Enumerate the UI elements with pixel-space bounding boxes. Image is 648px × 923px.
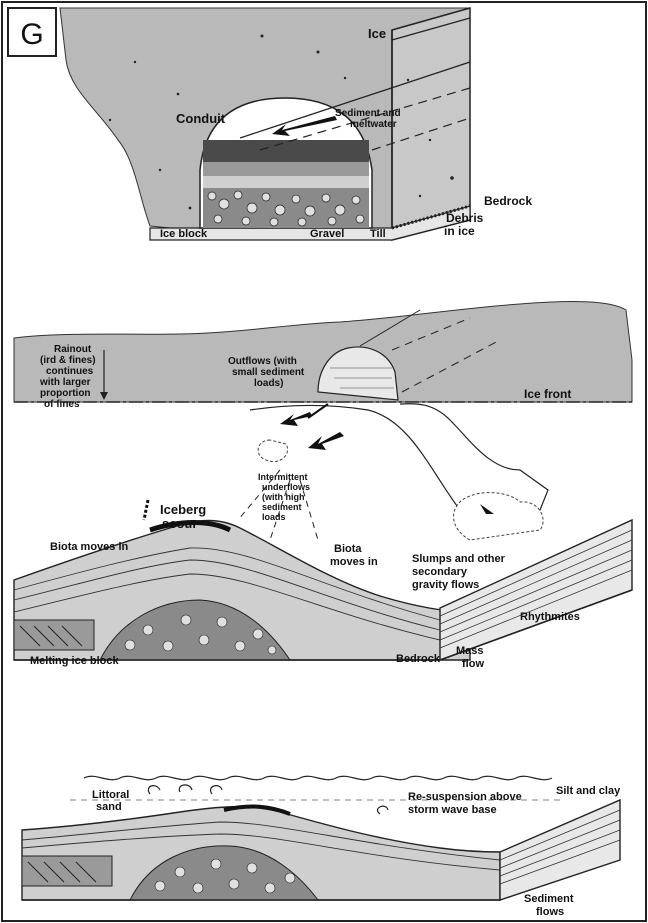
label-resuspension-1: Re-suspension above (408, 791, 522, 803)
label-outflows-1: Outflows (with (228, 356, 297, 367)
label-sediment-flows-1: Sediment (524, 893, 574, 905)
label-rhythmites: Rhythmites (520, 611, 580, 623)
label-debris-2: in ice (444, 224, 475, 238)
melting-ice-block (14, 620, 94, 650)
label-ice-front: Ice front (524, 387, 571, 401)
label-intermittent-1: Intermittent (258, 472, 308, 482)
label-littoral-1: Littoral (92, 789, 129, 801)
label-mass-flow-1: Mass (456, 645, 484, 657)
label-sediment-meltwater-2: meltwater (350, 119, 397, 130)
label-debris-1: Debris (446, 211, 484, 225)
label-intermittent-5: loads (262, 512, 286, 522)
ice-side-face (392, 8, 470, 240)
label-outflows-2: small sediment (232, 367, 305, 378)
label-iceberg-1: Iceberg (160, 502, 206, 517)
label-slumps-1: Slumps and other (412, 553, 506, 565)
label-rainout-6: of fines (44, 399, 80, 410)
label-iceberg-2: scour (162, 516, 197, 531)
label-bedrock-mid: Bedrock (396, 653, 441, 665)
label-intermittent-3: (with high (262, 492, 305, 502)
label-mass-flow-2: flow (462, 658, 484, 670)
panel-label-box: G (8, 8, 56, 56)
label-rainout-1: Rainout (54, 344, 92, 355)
label-biota-right-1: Biota (334, 543, 362, 555)
label-till: Till (370, 228, 386, 240)
label-slumps-3: gravity flows (412, 579, 479, 591)
label-ice-block: Ice block (160, 228, 208, 240)
label-rainout-4: with larger (39, 377, 91, 388)
label-ice: Ice (368, 26, 386, 41)
label-sediment-flows-2: flows (536, 906, 564, 918)
label-melting-ice-block: Melting ice block (30, 655, 120, 667)
label-biota-left: Biota moves in (50, 541, 129, 553)
label-rainout-5: proportion (40, 388, 91, 399)
label-resuspension-2: storm wave base (408, 804, 497, 816)
label-gravel: Gravel (310, 228, 344, 240)
label-slumps-2: secondary (412, 566, 468, 578)
label-conduit: Conduit (176, 111, 226, 126)
label-biota-right-2: moves in (330, 556, 378, 568)
panel-label: G (20, 18, 43, 51)
label-rainout-3: continues (46, 366, 94, 377)
label-silt-clay: Silt and clay (556, 785, 621, 797)
label-rainout-2: (ird & fines) (40, 355, 96, 366)
label-intermittent-2: underflows (262, 482, 310, 492)
label-littoral-2: sand (96, 801, 122, 813)
label-intermittent-4: sediment (262, 502, 302, 512)
sediment-layer-dark (203, 140, 369, 162)
label-outflows-3: loads) (254, 378, 283, 389)
label-bedrock: Bedrock (484, 194, 532, 208)
label-sediment-meltwater-1: Sediment and (335, 108, 401, 119)
